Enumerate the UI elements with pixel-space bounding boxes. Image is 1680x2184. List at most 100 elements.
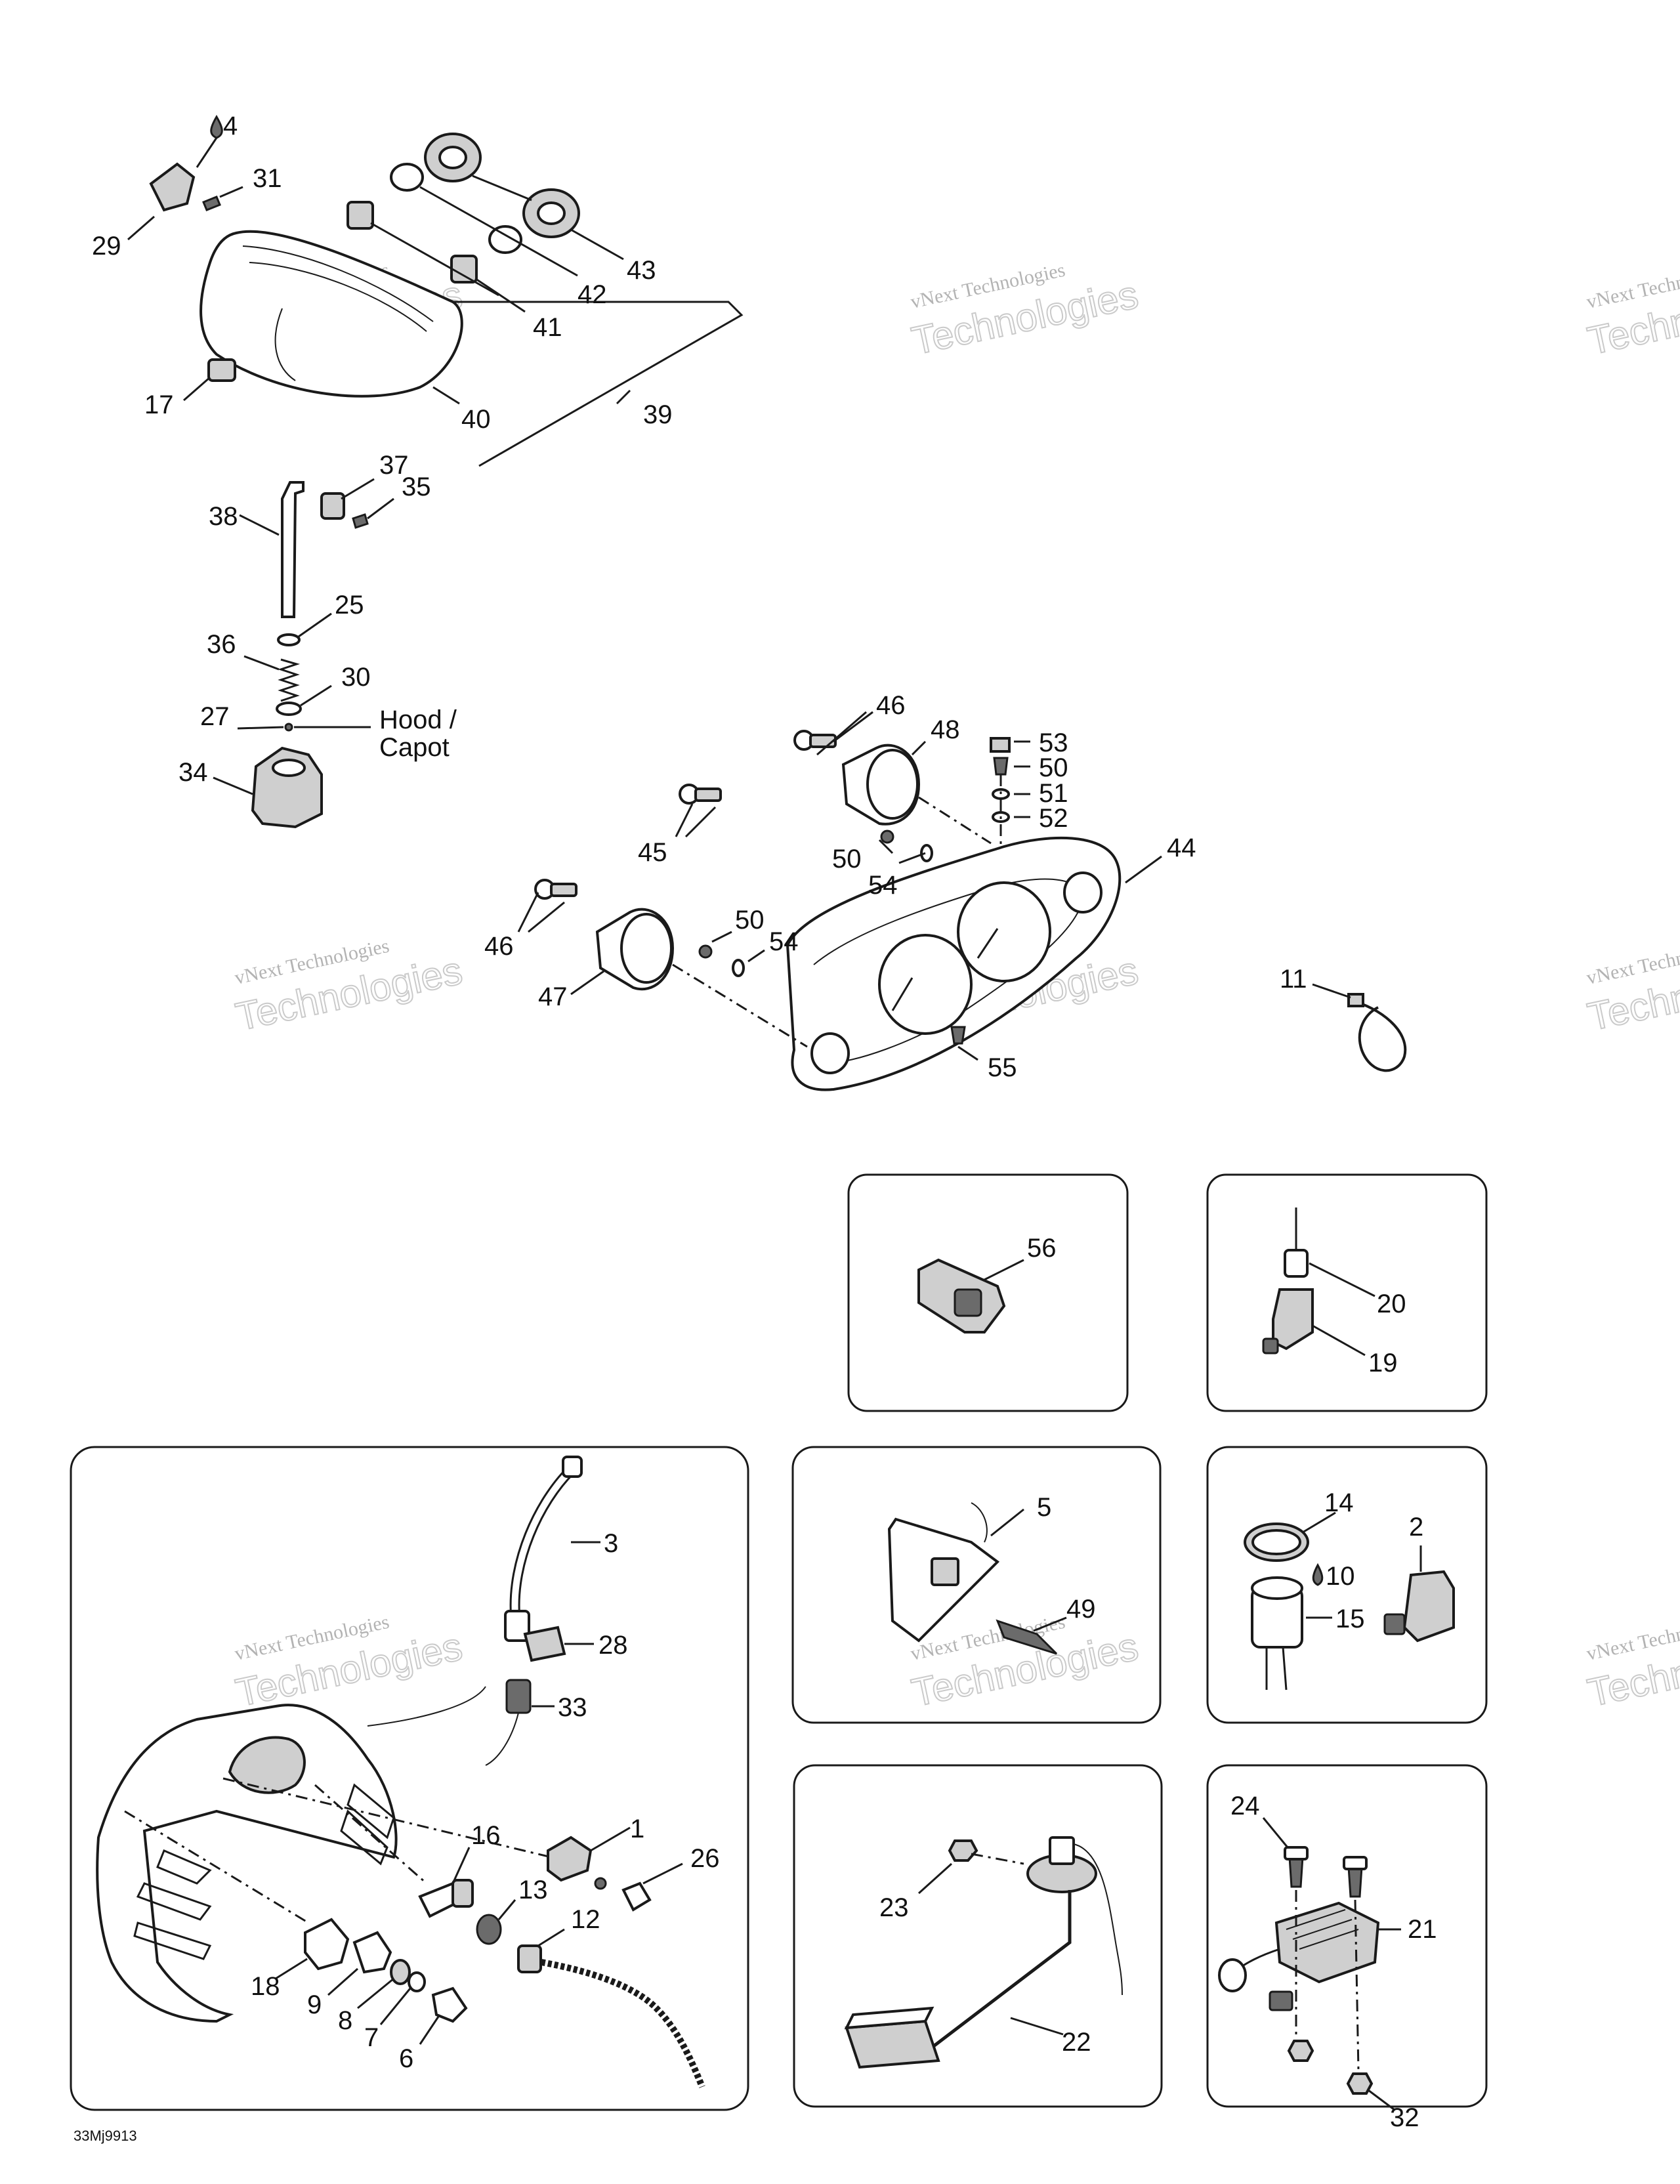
callout-38: 38 xyxy=(209,502,238,531)
nut xyxy=(948,1839,978,1862)
support-rod xyxy=(281,481,304,618)
connector-part xyxy=(954,1288,982,1317)
cable-tie-loop xyxy=(1351,999,1407,1072)
alignment-line xyxy=(1354,1899,1360,2071)
screw-head xyxy=(1343,1856,1368,1870)
leader-line xyxy=(833,711,873,743)
callout-40: 40 xyxy=(461,405,491,434)
leader-line xyxy=(237,726,284,730)
regulator-connector xyxy=(1218,1958,1247,1992)
screw xyxy=(698,944,713,959)
headlight-rim xyxy=(249,262,427,332)
float-top xyxy=(844,2006,934,2030)
leader-line xyxy=(1262,1817,1289,1848)
callout-24: 24 xyxy=(1230,1792,1260,1820)
switch-part xyxy=(1402,1570,1455,1643)
washer xyxy=(277,633,301,646)
callout-2: 2 xyxy=(1409,1513,1423,1542)
inset-box-handlebar: 3 28 33 1 26 16 13 12 18 9 8 7 6 xyxy=(70,1446,749,2111)
alignment-line xyxy=(222,1777,552,1858)
leader-line xyxy=(517,892,539,933)
nut xyxy=(1346,2072,1374,2095)
nut xyxy=(390,1959,411,1985)
callout-1: 1 xyxy=(630,1815,644,1843)
bracket-clip xyxy=(971,1502,988,1543)
gauge-panel-assembly: 46 48 53 50 51 52 50 54 44 45 46 50 54 4… xyxy=(484,691,1196,1091)
callout-21: 21 xyxy=(1408,1915,1437,1944)
callout-52: 52 xyxy=(1039,804,1068,833)
float-arm xyxy=(931,1890,1072,2049)
callout-19: 19 xyxy=(1368,1349,1398,1377)
callout-56: 56 xyxy=(1027,1234,1057,1263)
housing-vent xyxy=(156,1849,212,1885)
bulb-socket xyxy=(534,879,578,900)
bulb xyxy=(346,201,374,230)
leader-line xyxy=(816,711,867,756)
seal-ring xyxy=(1251,1529,1301,1555)
leader-line xyxy=(642,1862,683,1885)
nut xyxy=(1287,2040,1314,2062)
leader-line xyxy=(878,839,894,854)
inset-box-14-10-15-2: 14 10 15 2 xyxy=(1206,1446,1488,1724)
leader-line xyxy=(213,776,253,795)
switch-connector xyxy=(594,1877,607,1890)
callout-54: 54 xyxy=(868,871,898,900)
callout-49: 49 xyxy=(1066,1595,1096,1624)
watermark: vNext Technologies Technologies xyxy=(908,259,1143,364)
leader-line xyxy=(370,222,499,297)
retaining-clip xyxy=(284,723,293,732)
callout-27: 27 xyxy=(200,702,230,731)
leader-line xyxy=(419,2014,441,2045)
callout-26: 26 xyxy=(690,1844,720,1873)
leader-line xyxy=(341,478,375,500)
callout-3: 3 xyxy=(604,1529,618,1558)
cable-end xyxy=(562,1456,583,1478)
inset-frame xyxy=(1206,1446,1488,1724)
callout-47: 47 xyxy=(538,982,568,1011)
indicator-opening xyxy=(1063,872,1102,914)
callout-11: 11 xyxy=(1280,965,1307,994)
key xyxy=(431,1986,468,2023)
screw xyxy=(993,757,1009,776)
ignition-switch-body xyxy=(452,1879,474,1908)
cable-sleeve xyxy=(504,1610,530,1642)
watermark: vNext Technologies Technologies xyxy=(232,935,467,1040)
regulator-connector xyxy=(1269,1990,1293,2011)
leader-line xyxy=(219,186,243,198)
callout-46: 46 xyxy=(484,932,514,961)
headlight-rim xyxy=(242,245,434,322)
switch-connector xyxy=(1383,1613,1406,1635)
leader-line xyxy=(984,1259,1024,1281)
alignment-line xyxy=(124,1810,309,1924)
screw xyxy=(202,196,221,211)
leader-line xyxy=(590,1826,631,1852)
headlight-assembly: 4 31 29 17 40 39 41 42 43 xyxy=(92,112,744,467)
callout-31: 31 xyxy=(253,164,282,193)
callout-46: 46 xyxy=(876,691,906,720)
sensor-body xyxy=(1272,1288,1314,1351)
lubricant-drop-icon xyxy=(210,115,223,139)
hood-label: Capot xyxy=(379,733,450,762)
callout-53: 53 xyxy=(1039,728,1068,757)
leader-line xyxy=(452,1847,471,1884)
leader-line xyxy=(1312,1324,1366,1356)
grommet xyxy=(505,1679,532,1714)
reference-code: 33Mj9913 xyxy=(74,2128,137,2144)
switch-housing xyxy=(304,1918,350,1971)
callout-45: 45 xyxy=(638,838,667,867)
leader-line xyxy=(357,1977,394,2009)
key-switch xyxy=(352,1931,392,1974)
leader-line xyxy=(1312,983,1351,999)
callout-15: 15 xyxy=(1335,1605,1365,1633)
callout-33: 33 xyxy=(558,1693,587,1722)
callout-37: 37 xyxy=(379,451,409,480)
callout-16: 16 xyxy=(471,1821,501,1850)
leader-line xyxy=(327,1967,358,1996)
wire-harness xyxy=(541,1959,705,2088)
regulator-body xyxy=(1274,1901,1380,1984)
nut xyxy=(476,1914,502,1945)
tachometer-opening xyxy=(957,881,1051,982)
lubricant-drop-icon xyxy=(1312,1563,1324,1586)
cap xyxy=(523,1626,566,1662)
sensor-top xyxy=(1251,1576,1303,1600)
